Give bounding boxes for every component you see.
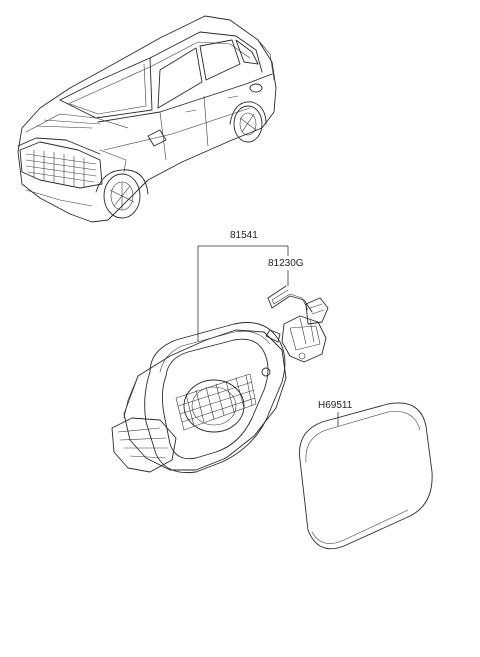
part-number-H69511: H69511 bbox=[318, 400, 353, 411]
vehicle-illustration bbox=[17, 15, 277, 223]
callout-H69511: H69511 bbox=[318, 400, 353, 426]
fuel-door-actuator bbox=[265, 285, 329, 363]
part-number-81541: 81541 bbox=[230, 230, 258, 241]
callout-81230G: 81230G bbox=[268, 258, 304, 286]
callout-81541: 81541 bbox=[197, 230, 289, 342]
fuel-filler-housing bbox=[111, 322, 287, 474]
part-number-81230G: 81230G bbox=[268, 258, 304, 269]
fuel-filler-door bbox=[299, 402, 433, 550]
